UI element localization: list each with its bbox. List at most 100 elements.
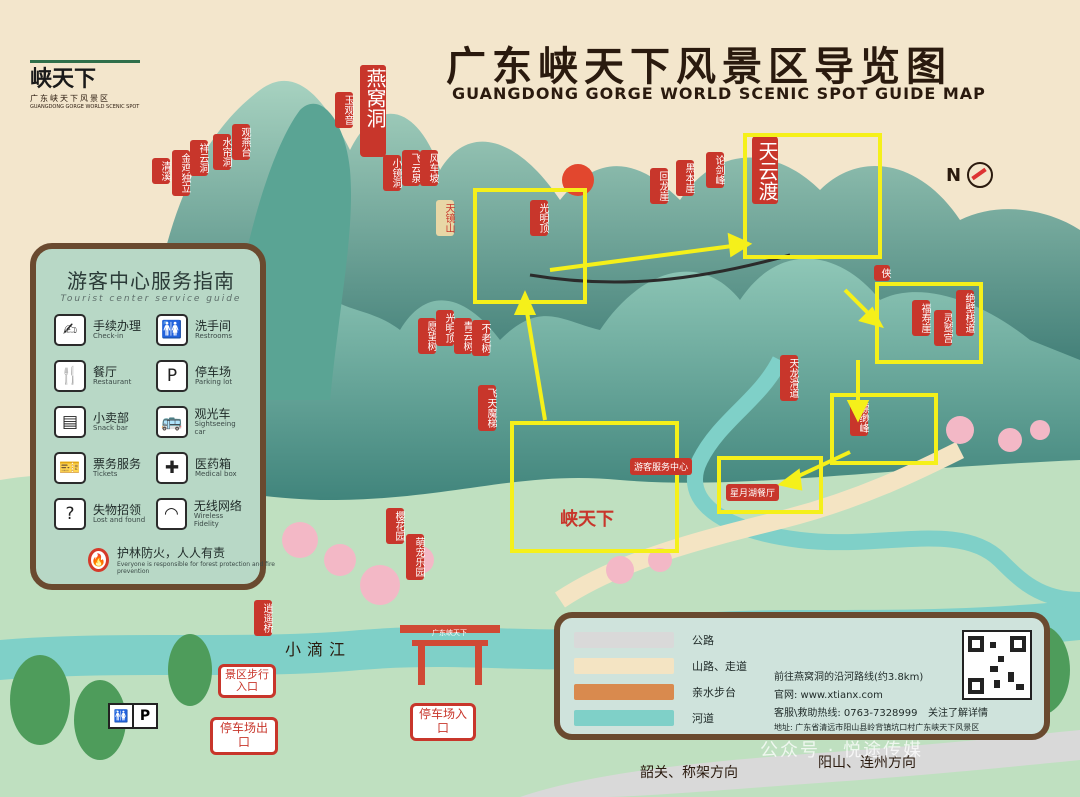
spot-label-yuguanyin[interactable]: 玉观音 <box>335 92 353 128</box>
spot-label-juebizhandao[interactable]: 绝壁栈道 <box>956 290 974 336</box>
river-label: 小滴江 <box>285 640 352 659</box>
service-label-en: Tickets <box>93 469 118 478</box>
logo-mountain-icon <box>30 34 140 63</box>
service-label-en: Snack bar <box>93 423 128 432</box>
parking-exit-sign[interactable]: 停车场出口 <box>210 717 278 755</box>
compass-icon <box>967 162 994 188</box>
visitor-center-label: 游客服务中心 <box>630 458 693 475</box>
spot-label-lunjianfeng[interactable]: 论剑峰 <box>706 152 724 188</box>
spot-label-guangminglingding[interactable]: 光明顶 <box>530 200 548 236</box>
spot-label-jinghuashu[interactable]: 金鸡独立 <box>172 150 190 196</box>
address: 地址: 广东省清远市阳山县岭背镇坑口村广东峡天下风景区 <box>774 723 980 732</box>
parking-entrance-sign[interactable]: 停车场入口 <box>410 703 476 741</box>
map-title: 广东峡天下风景区导览图 <box>446 43 952 90</box>
service-label-zh: 医药箱 <box>195 456 232 471</box>
service-label-en: Restrooms <box>195 331 233 340</box>
website[interactable]: 官网: www.xtianx.com <box>774 690 883 701</box>
sun <box>562 164 594 196</box>
handshake-icon: ✍ <box>54 314 86 346</box>
spot-label-fengchepo[interactable]: 风车坡 <box>420 150 438 186</box>
service-label-zh: 小卖部 <box>93 410 130 425</box>
qr-code[interactable] <box>962 630 1032 700</box>
legend-swatch <box>574 632 674 648</box>
map-title-en: GUANGDONG GORGE WORLD SCENIC SPOT GUIDE … <box>452 84 986 103</box>
service-label-zh: 手续办理 <box>93 318 142 333</box>
spot-label-xiaojingdong[interactable]: 小镜洞 <box>383 155 401 191</box>
legend-row-mountain-path: 山路、走道 <box>574 658 747 674</box>
spot-label-yinghuayuan[interactable]: 樱花园 <box>386 508 404 544</box>
legend-label: 亲水步台 <box>692 686 736 699</box>
legend-swatch <box>574 710 674 726</box>
fire-notice: 🔥 护林防火，人人有责 Everyone is responsible for … <box>54 544 275 575</box>
legend-row-road: 公路 <box>574 632 714 648</box>
legend-label: 河道 <box>692 712 714 725</box>
lostfound-icon: ? <box>54 498 86 530</box>
torii-gate <box>400 625 500 685</box>
spot-label-lingjiugong[interactable]: 灵鹫宫 <box>934 310 952 346</box>
restaurant-icon: 🍴 <box>54 360 86 392</box>
spot-label-qingxi[interactable]: 清溪 <box>152 158 170 184</box>
spot-label-feiyunquan[interactable]: 飞云泉 <box>402 150 420 186</box>
service-guide-subtitle: Tourist center service guide <box>60 294 242 304</box>
spot-label-qingyunshu[interactable]: 青云树 <box>454 318 472 354</box>
spot-label-shenyundong[interactable]: 祥云洞 <box>190 140 208 176</box>
parking-exit-text: 停车场出口 <box>219 721 268 749</box>
spot-label-guanyantai[interactable]: 观燕台 <box>232 124 250 160</box>
watermark: 公众号 · 悦途传媒 <box>760 740 924 761</box>
spot-label-fushouya[interactable]: 福寿崖 <box>912 300 930 336</box>
spot-label-tianjingshan[interactable]: 天镜山 <box>436 200 454 236</box>
ticket-icon: 🎫 <box>54 452 86 484</box>
compass-label: N <box>946 164 962 186</box>
spot-label-huilongya[interactable]: 回龙崖 <box>650 168 668 204</box>
legend-row-waterside: 亲水步台 <box>574 684 736 700</box>
spot-label-mengchongleyuan[interactable]: 萌宠乐园 <box>406 534 424 580</box>
legend-label: 公路 <box>692 634 714 647</box>
no-fire-icon: 🔥 <box>88 547 109 572</box>
restaurant-label: 星月湖餐厅 <box>726 484 780 501</box>
hotline: 客服\救助热线: 0763-7328999 <box>774 708 918 719</box>
spot-label-tianlonghuadao[interactable]: 天龙滑道 <box>780 355 798 401</box>
spot-label-xiaaidong[interactable]: 侠 <box>874 265 890 281</box>
follow-text: 关注了解详情 <box>928 708 988 719</box>
service-label-en: Lost and found <box>93 515 146 524</box>
entrance-walk-text: 景区步行入口 <box>225 668 269 694</box>
spot-label-zhiyinbujing[interactable]: 逍遥桥 <box>254 600 272 636</box>
logo-text: 峡天下 <box>30 66 97 92</box>
direction-left: 韶关、称架方向 <box>640 765 738 781</box>
spot-label-shuiliandong[interactable]: 水帘洞 <box>213 134 231 170</box>
spot-label-tianyundu[interactable]: 天云渡 <box>752 138 779 204</box>
legend-panel: 公路 山路、走道 亲水步台 河道 前往燕窝洞的沿河路线(约3.8km) 官网: … <box>554 612 1050 740</box>
spot-label-yanwodong[interactable]: 燕窝洞 <box>360 65 387 131</box>
service-label-en: Parking lot <box>195 377 233 386</box>
direction-right: 阳山、连州方向 <box>818 755 916 771</box>
entrance-walk-sign[interactable]: 景区步行入口 <box>218 664 276 699</box>
parking-icon: P <box>156 360 188 392</box>
highway <box>520 730 1080 797</box>
service-label-en: Wireless Fidelity <box>193 511 224 528</box>
service-label-zh: 洗手间 <box>195 318 232 333</box>
spot-label-heibenya[interactable]: 黑本崖 <box>676 160 694 196</box>
service-label-zh: 停车场 <box>195 364 232 379</box>
spot-label-yuanwangshu[interactable]: 愿望树 <box>418 318 436 354</box>
spot-label-feitianmoti[interactable]: 飞天魔梯 <box>478 385 496 431</box>
compass: N <box>946 162 994 188</box>
fire-notice-zh: 护林防火，人人有责 <box>116 546 225 560</box>
restroom-icon-map: 🚻 <box>108 703 134 729</box>
spot-label-bulaoshu[interactable]: 不老树 <box>472 320 490 356</box>
logo-sub-zh: 广东峡天下风景区 <box>30 94 110 103</box>
spot-label-guangmingding2[interactable]: 光明顶 <box>436 310 454 346</box>
qr-code-graphic <box>968 636 1026 694</box>
parking-entrance-text: 停车场入口 <box>418 707 467 735</box>
spot-label-pianshifeng[interactable]: 缥缈峰 <box>850 400 868 436</box>
service-label-zh: 失物招领 <box>93 502 142 517</box>
